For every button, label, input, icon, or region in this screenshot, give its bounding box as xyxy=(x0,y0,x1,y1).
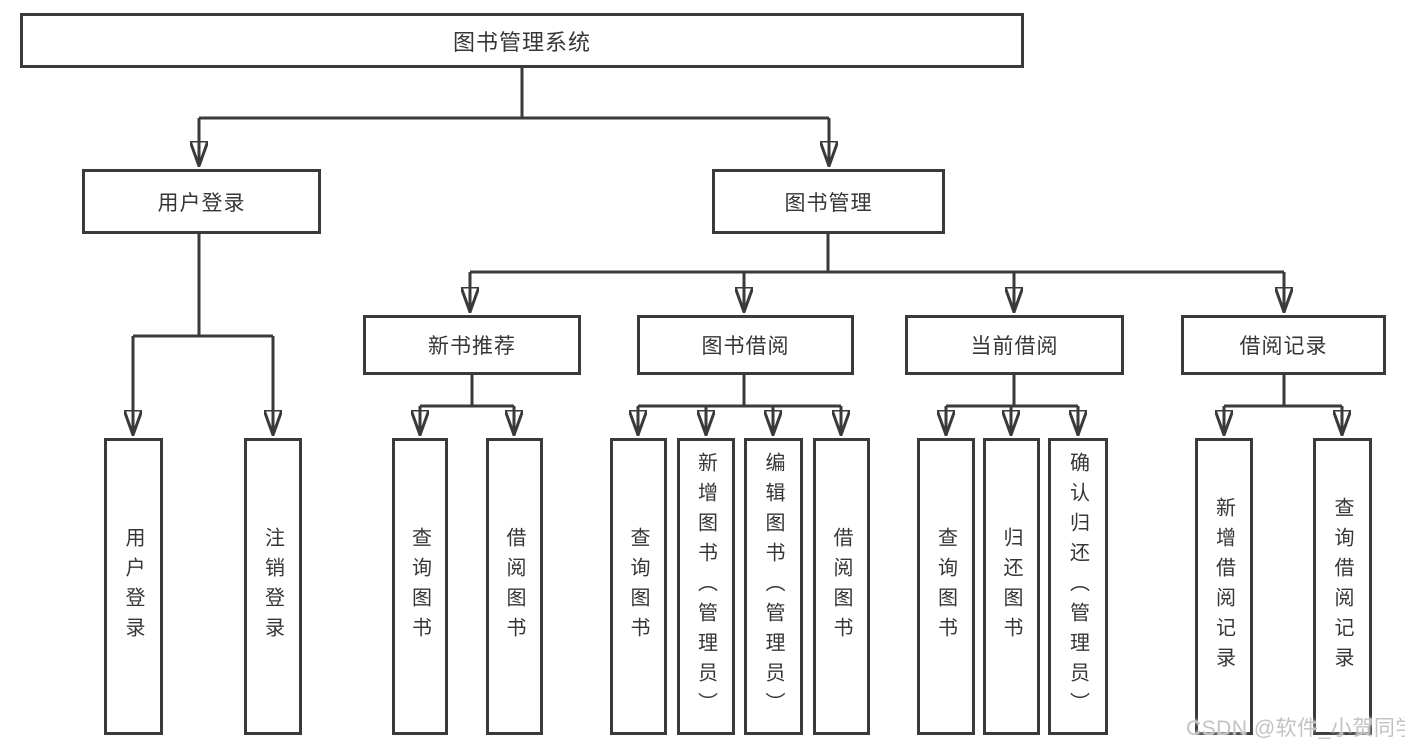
node-label: 查询图书 xyxy=(408,526,431,647)
leaf-return-books: 归还图书 xyxy=(983,438,1040,735)
node-book-management: 图书管理 xyxy=(712,169,945,234)
leaf-user-login: 用户登录 xyxy=(104,438,163,735)
leaf-query-books: 查询图书 xyxy=(392,438,448,735)
node-label: 用户登录 xyxy=(122,526,144,647)
leaf-add-book-admin: 新增图书（管理员） xyxy=(677,438,735,735)
node-library-management-system: 图书管理系统 xyxy=(20,13,1024,68)
leaf-edit-book-admin: 编辑图书（管理员） xyxy=(744,438,803,735)
node-label: 借阅图书 xyxy=(830,526,852,647)
node-label: 新增图书（管理员） xyxy=(694,451,717,722)
leaf-logout: 注销登录 xyxy=(244,438,302,735)
node-label: 图书管理系统 xyxy=(452,29,591,55)
edge-borrowing-records-rail xyxy=(1224,375,1342,408)
node-label: 确认归还（管理员） xyxy=(1066,451,1089,722)
edge-book-borrowing-rail xyxy=(638,375,841,408)
node-label: 借阅记录 xyxy=(1239,335,1328,358)
leaf-borrow-books: 借阅图书 xyxy=(813,438,870,735)
leaf-query-borrow-record: 查询借阅记录 xyxy=(1313,438,1372,735)
node-label: 用户登录 xyxy=(157,191,246,215)
node-current-borrowing: 当前借阅 xyxy=(905,315,1124,375)
leaf-borrow-books: 借阅图书 xyxy=(486,438,543,735)
leaf-query-books: 查询图书 xyxy=(917,438,975,735)
leaf-add-borrow-record: 新增借阅记录 xyxy=(1195,438,1253,735)
node-new-book-recommendation: 新书推荐 xyxy=(363,315,581,375)
watermark-csdn: CSDN @软件_小贺同学 xyxy=(1186,717,1405,740)
node-label: 归还图书 xyxy=(1000,526,1022,647)
edge-current-borrowing-rail xyxy=(946,375,1078,408)
edge-book-management-rail xyxy=(470,234,1284,274)
node-label: 当前借阅 xyxy=(970,335,1059,358)
node-label: 新增借阅记录 xyxy=(1212,496,1235,677)
node-user-login: 用户登录 xyxy=(82,169,321,234)
edge-new-book-rail xyxy=(420,375,514,408)
leaf-confirm-return-admin: 确认归还（管理员） xyxy=(1048,438,1108,735)
node-borrowing-records: 借阅记录 xyxy=(1181,315,1386,375)
node-label: 查询借阅记录 xyxy=(1331,496,1353,677)
node-label: 查询图书 xyxy=(934,526,957,647)
node-book-borrowing: 图书借阅 xyxy=(637,315,854,375)
node-label: 借阅图书 xyxy=(503,526,525,647)
edge-root-rail xyxy=(199,68,829,120)
node-label: 查询图书 xyxy=(627,526,649,647)
node-label: 图书借阅 xyxy=(701,335,790,358)
node-label: 注销登录 xyxy=(261,526,284,647)
node-label: 编辑图书（管理员） xyxy=(762,451,784,722)
leaf-query-books: 查询图书 xyxy=(610,438,667,735)
node-label: 图书管理 xyxy=(784,191,873,215)
node-label: 新书推荐 xyxy=(428,335,516,358)
edge-user-login-rail xyxy=(133,234,273,338)
